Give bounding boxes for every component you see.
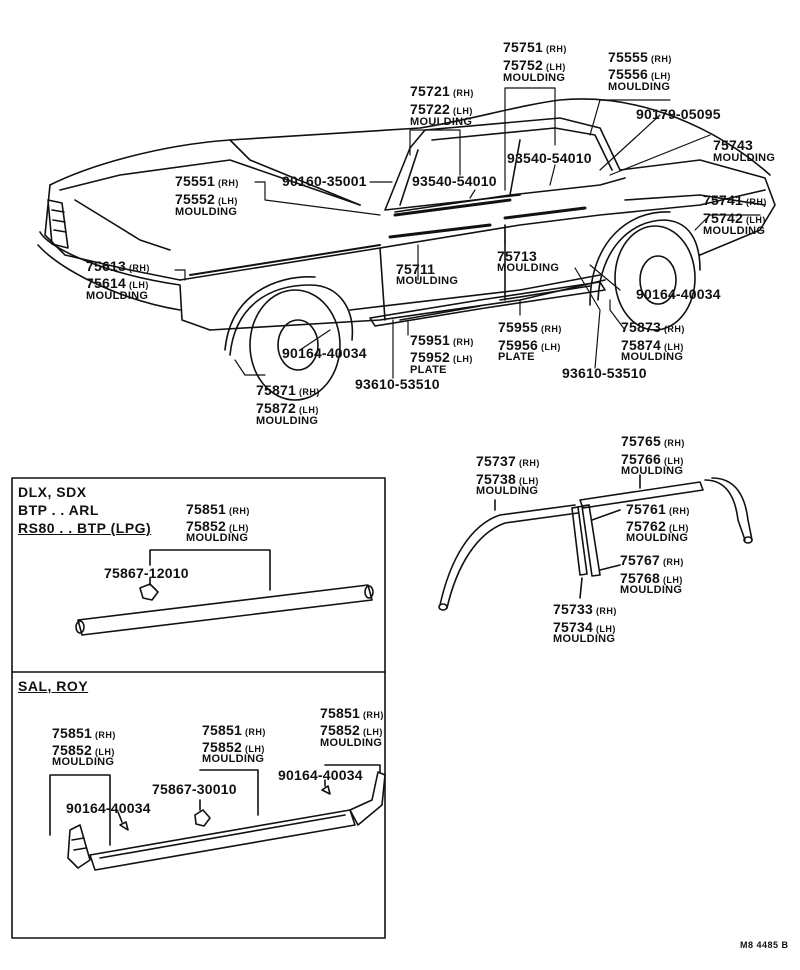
sal-label-75852-c: 75852(LH) [320,722,383,738]
roof-label-75761: 75761(RH) [626,501,690,517]
dlx-label-75867-12010: 75867-12010 [104,565,189,581]
sal-label-75851-a: 75851(RH) [52,725,116,741]
roof-label-75767: 75767(RH) [620,552,684,568]
document-code: M8 4485 B [740,940,789,950]
sal-label-75852-a: 75852(LH) [52,742,115,758]
label-75551: 75551(RH) [175,173,239,189]
sal-grade-line-1: SAL, ROY [18,678,89,694]
roof-label-75765: 75765(RH) [621,433,685,449]
dlx-grade-line-3: RS80 . . BTP (LPG) [18,520,152,536]
leader-lines [174,87,761,379]
dlx-label-75851-moulding: MOULDING [186,532,249,544]
sal-panel [49,764,386,871]
roof-label-75767-moulding: MOULDING [620,584,683,596]
sal-label-75851-a-moulding: MOULDING [52,756,115,768]
label-75873-moulding: MOULDING [621,351,684,363]
label-90164-40034-rear: 90164-40034 [636,286,721,302]
label-75951: 75951(RH) [410,332,474,348]
label-75742: 75742(LH) [703,210,766,226]
label-75613: 75613(RH) [86,258,150,274]
label-75713: 75713 [497,248,537,264]
label-75721: 75721(RH) [410,83,474,99]
label-75722: 75722(LH) [410,101,473,117]
dlx-label-75851: 75851(RH) [186,501,250,517]
car-body-outline [37,98,776,401]
label-75873: 75873(RH) [621,319,685,335]
sal-label-75851-c-moulding: MOULDING [320,737,383,749]
label-93540-54010-a: 93540-54010 [507,150,592,166]
dlx-panel [11,477,386,939]
label-75743-moulding: MOULDING [713,152,776,164]
roof-label-75762: 75762(LH) [626,518,689,534]
sal-label-75851-b: 75851(RH) [202,722,266,738]
label-75752: 75752(LH) [503,57,566,73]
dlx-grade-line-1: DLX, SDX [18,484,87,500]
label-93540-54010-b: 93540-54010 [412,173,497,189]
label-75711: 75711 [396,261,436,277]
label-75741: 75741(RH) [703,192,767,208]
roof-label-75768: 75768(LH) [620,570,683,586]
label-75751-moulding: MOULDING [503,72,566,84]
label-75555: 75555(RH) [608,49,672,65]
sal-label-75852-b: 75852(LH) [202,739,265,755]
sal-label-90164-40034-b: 90164-40034 [278,767,363,783]
label-93610-53510-left: 93610-53510 [355,376,440,392]
roof-label-75733: 75733(RH) [553,601,617,617]
label-90179-05095: 90179-05095 [636,106,721,122]
sal-label-75867-30010: 75867-30010 [152,781,237,797]
label-75871-moulding: MOULDING [256,415,319,427]
sal-label-75851-c: 75851(RH) [320,705,384,721]
label-75955: 75955(RH) [498,319,562,335]
label-75713-moulding: MOULDING [497,262,560,274]
label-75555-moulding: MOULDING [608,81,671,93]
label-75951-plate: PLATE [410,364,447,376]
roof-mouldings [438,474,753,611]
label-90160-35001: 90160-35001 [282,173,367,189]
roof-label-75738: 75738(LH) [476,471,539,487]
label-75952: 75952(LH) [410,349,473,365]
sal-label-75851-b-moulding: MOULDING [202,753,265,765]
label-75956: 75956(LH) [498,337,561,353]
roof-label-75734: 75734(LH) [553,619,616,635]
label-75743: 75743 [713,137,753,153]
label-75614: 75614(LH) [86,275,149,291]
label-75613-moulding: MOULDING [86,290,149,302]
roof-label-75765-moulding: MOULDING [621,465,684,477]
dlx-label-75852: 75852(LH) [186,518,249,534]
roof-label-75733-moulding: MOULDING [553,633,616,645]
label-75711-moulding: MOULDING [396,275,459,287]
label-93610-53510-right: 93610-53510 [562,365,647,381]
label-75721-moulding: MOULDING [410,116,473,128]
dlx-grade-line-2: BTP . . ARL [18,502,99,518]
label-75872: 75872(LH) [256,400,319,416]
roof-label-75737-moulding: MOULDING [476,485,539,497]
roof-label-75761-moulding: MOULDING [626,532,689,544]
label-75871: 75871(RH) [256,382,320,398]
label-75552: 75552(LH) [175,191,238,207]
label-75741-moulding: MOULDING [703,225,766,237]
label-75556: 75556(LH) [608,66,671,82]
label-75551-moulding: MOULDING [175,206,238,218]
label-75955-plate: PLATE [498,351,535,363]
roof-label-75766: 75766(LH) [621,451,684,467]
label-75874: 75874(LH) [621,337,684,353]
sal-label-90164-40034-a: 90164-40034 [66,800,151,816]
label-75751: 75751(RH) [503,39,567,55]
label-90164-40034-front: 90164-40034 [282,345,367,361]
roof-label-75737: 75737(RH) [476,453,540,469]
